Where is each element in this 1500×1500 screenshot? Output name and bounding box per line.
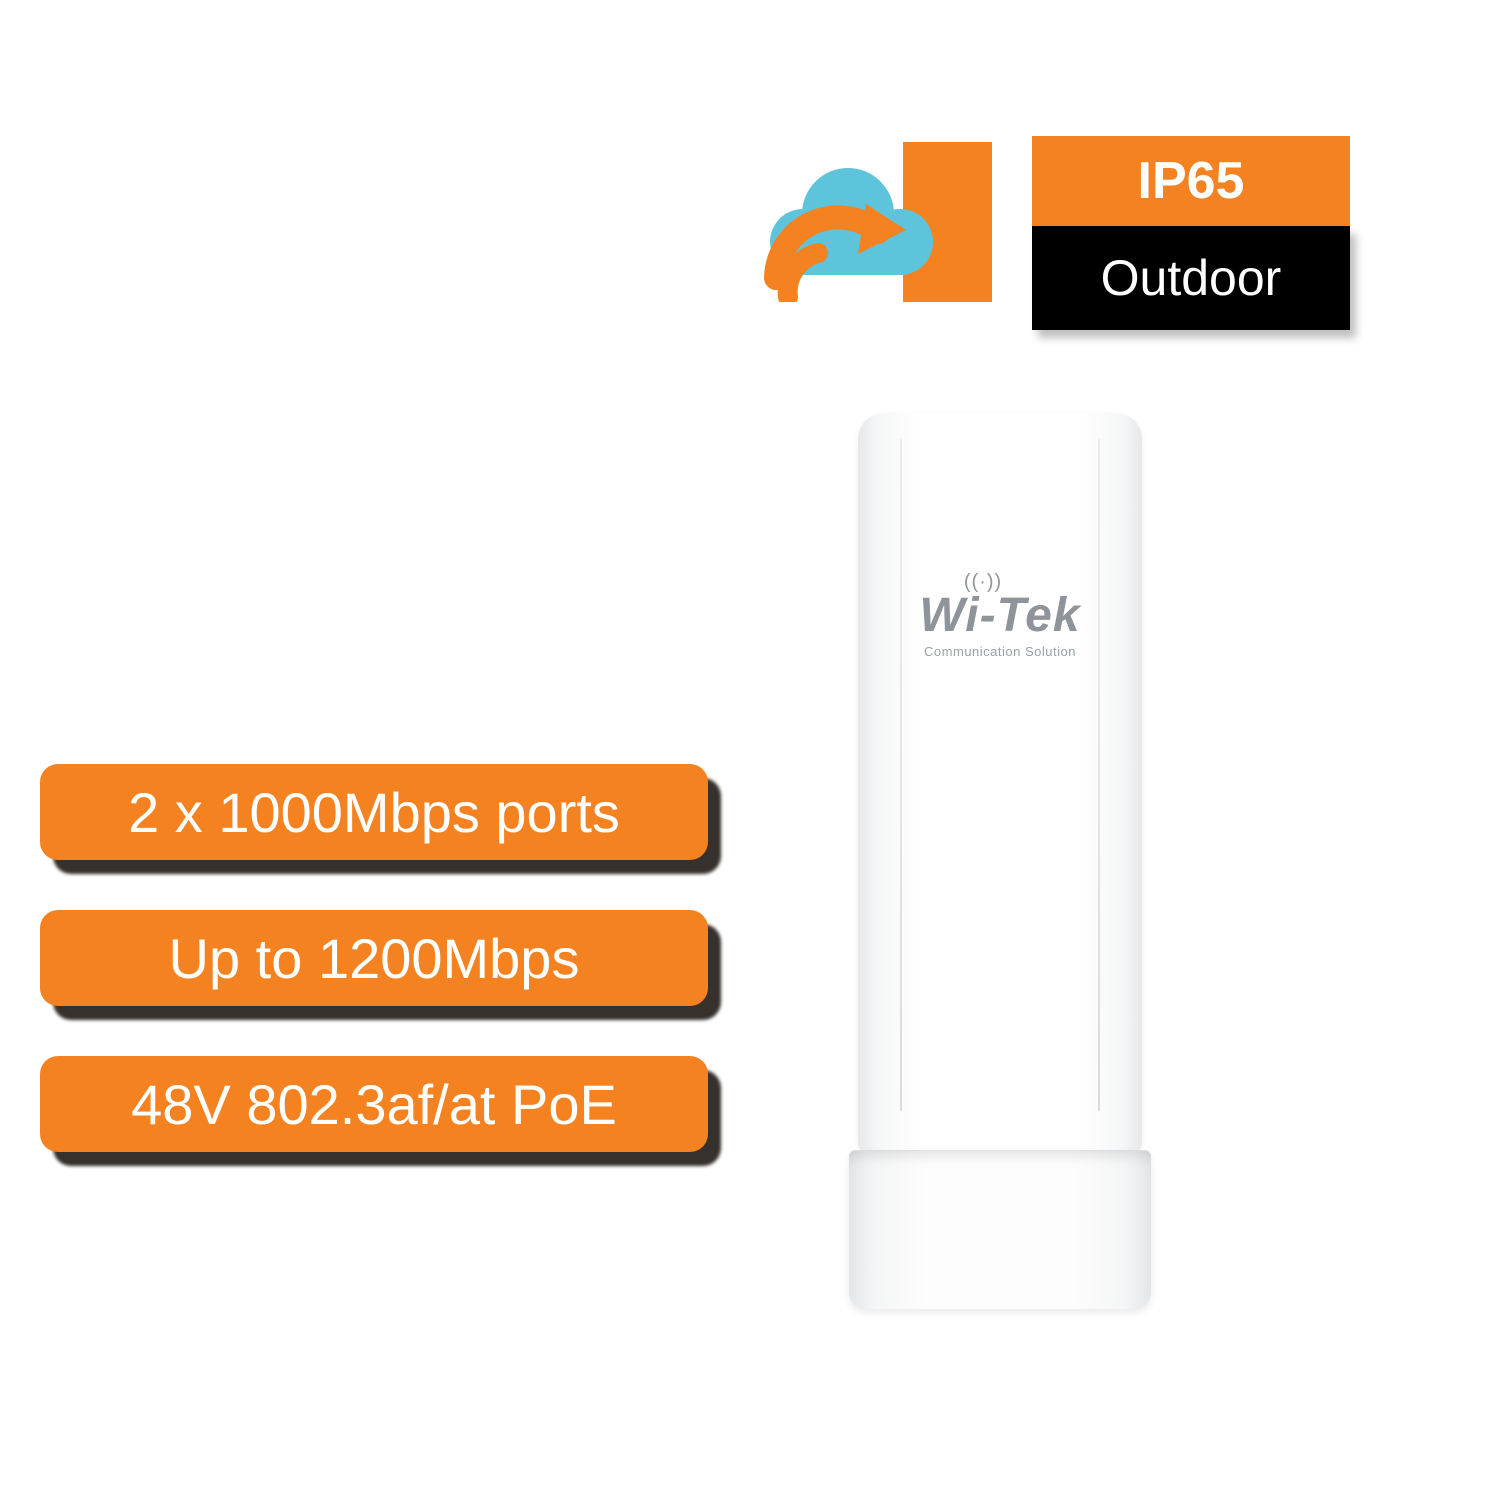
witek-logo: ((·)) Wi-Tek Communication Solution	[858, 572, 1142, 659]
cloud-icon	[764, 142, 992, 302]
ip-rating-badge: IP65 Outdoor	[1032, 136, 1350, 330]
brand-tagline: Communication Solution	[924, 644, 1076, 659]
ip-rating-value: IP65	[1032, 136, 1350, 226]
cloud-icon-sync-arrow	[764, 204, 906, 302]
feature-pill-poe: 48V 802.3af/at PoE	[40, 1056, 708, 1152]
feature-pill-ports: 2 x 1000Mbps ports	[40, 764, 708, 860]
brand-name: Wi-Tek	[919, 589, 1081, 642]
antenna-signal-icon: ((·))	[963, 571, 1003, 593]
feature-pill-speed: Up to 1200Mbps	[40, 910, 708, 1006]
device-body: ((·)) Wi-Tek Communication Solution	[858, 413, 1142, 1151]
ip-rating-environment: Outdoor	[1032, 226, 1350, 330]
device-cap	[849, 1150, 1151, 1309]
device-image: ((·)) Wi-Tek Communication Solution	[849, 413, 1151, 1309]
